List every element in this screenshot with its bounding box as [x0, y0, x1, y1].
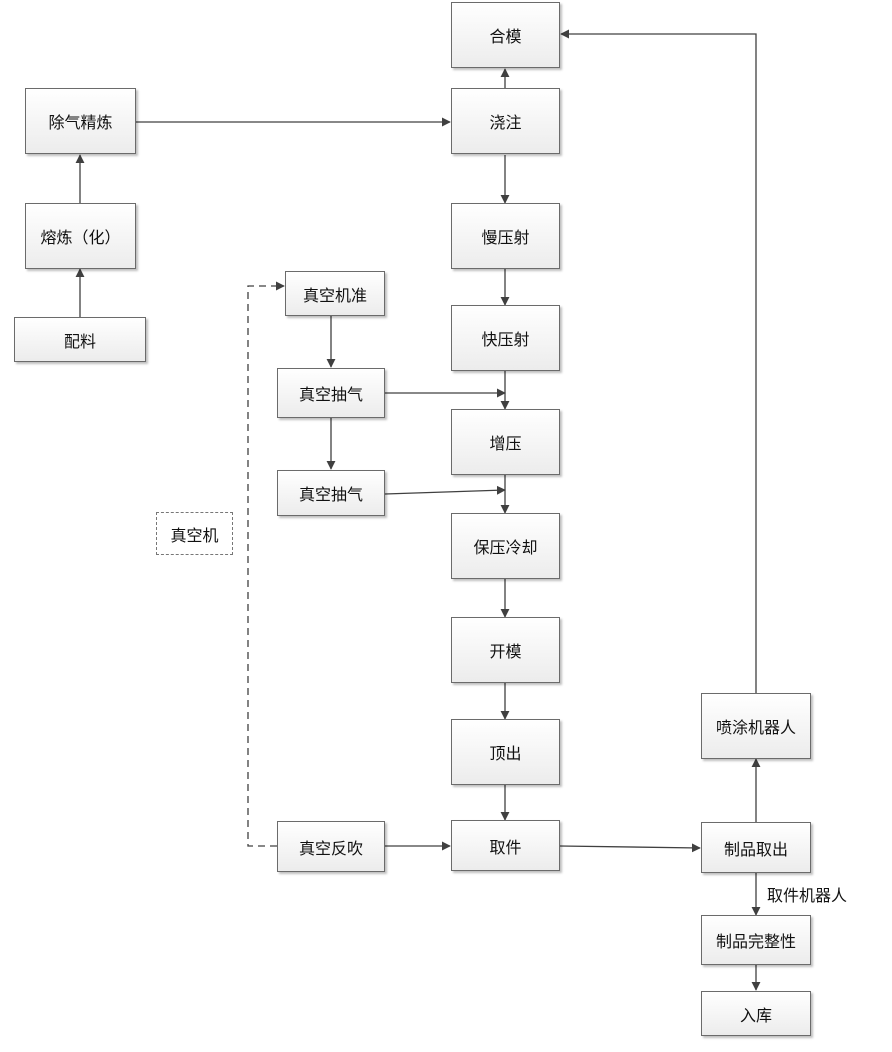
node-baoya-lengque: 保压冷却	[451, 513, 560, 579]
dashed-vacuum-loop	[247, 281, 285, 847]
arrow-chouqi2-to-main	[384, 485, 506, 495]
group-label-zhenkongji: 真空机	[156, 512, 233, 555]
node-zhipin-quchu: 制品取出	[701, 822, 811, 873]
arrow-qujian-to-zhipinquchu	[559, 843, 701, 853]
node-kuaiyashe: 快压射	[451, 305, 560, 371]
label-qujian-jiqiren: 取件机器人	[767, 886, 848, 905]
node-chuqi-jinglian: 除气精炼	[25, 88, 136, 154]
node-zhenkong-chouqi-2: 真空抽气	[277, 470, 385, 516]
node-zhenkong-chouqi-1: 真空抽气	[277, 368, 385, 418]
node-kaimo: 开模	[451, 617, 560, 683]
arrow-penti-to-hemo	[560, 29, 757, 693]
node-qujian: 取件	[451, 820, 560, 871]
node-zhenkong-fanchui: 真空反吹	[277, 821, 385, 872]
node-dingchu: 顶出	[451, 719, 560, 785]
node-zhipin-wanzhengxing: 制品完整性	[701, 915, 811, 965]
node-jiaozhu: 浇注	[451, 88, 560, 154]
node-zengya: 增压	[451, 409, 560, 475]
node-peiliao: 配料	[14, 317, 146, 362]
node-manyashe: 慢压射	[451, 203, 560, 269]
node-hemo: 合模	[451, 2, 560, 68]
node-zhenkongji-zhun: 真空机准	[285, 271, 385, 316]
node-ronglian: 熔炼（化）	[25, 203, 136, 269]
node-penti-jiqiren: 喷涂机器人	[701, 693, 811, 759]
node-ruku: 入库	[701, 991, 811, 1036]
